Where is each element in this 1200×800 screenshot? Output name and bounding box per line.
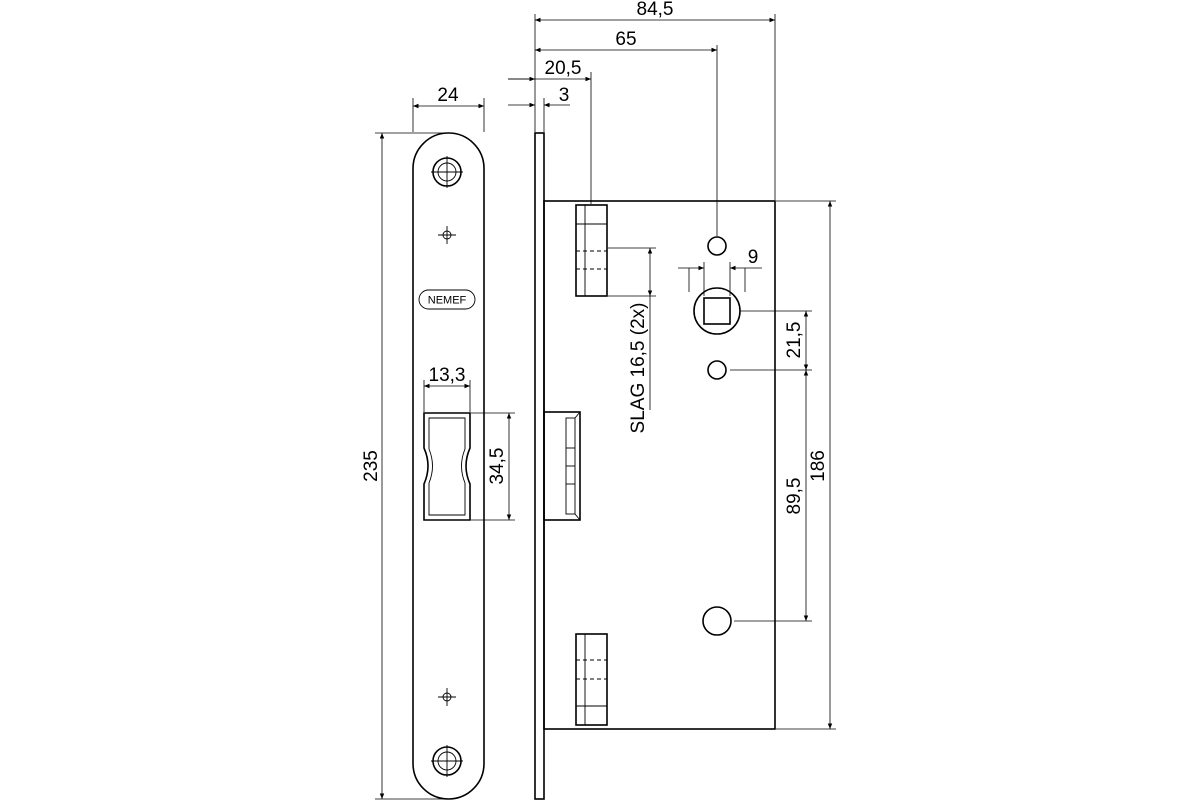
dim-total-depth: 84,5 [534, 0, 776, 200]
svg-text:34,5: 34,5 [487, 448, 508, 485]
svg-text:NEMEF: NEMEF [428, 295, 467, 307]
top-bolt [575, 204, 608, 297]
lock-body-view: 84,5 65 20,5 3 9 [508, 0, 836, 800]
dim-faceplate-width: 24 [412, 85, 485, 132]
svg-text:235: 235 [361, 450, 382, 482]
dim-plate-thickness: 3 [508, 85, 570, 132]
dim-faceplate-height: 235 [361, 132, 447, 800]
dim-case-height: 186 [776, 200, 836, 730]
bottom-cross-mark [438, 688, 456, 706]
dim-opening-height: 34,5 [471, 412, 515, 521]
latch-bolt [543, 411, 581, 521]
dim-backset: 65 [535, 29, 717, 53]
svg-text:84,5: 84,5 [637, 0, 674, 20]
spindle-follower [688, 268, 812, 335]
upper-screw-hole [707, 45, 727, 256]
svg-text:186: 186 [808, 450, 829, 482]
top-cross-mark [438, 226, 456, 244]
faceplate-outline [412, 132, 485, 800]
middle-screw-hole [707, 360, 812, 380]
lock-case [543, 200, 776, 730]
dim-bolt-offset: 20,5 [508, 58, 592, 204]
svg-text:20,5: 20,5 [545, 58, 582, 79]
svg-text:89,5: 89,5 [784, 478, 805, 515]
top-screw-hole [431, 156, 463, 188]
svg-text:21,5: 21,5 [784, 322, 805, 359]
bottom-screw-hole [431, 745, 463, 777]
svg-text:65: 65 [615, 29, 636, 50]
cylinder-hole [702, 606, 812, 636]
dim-spindle-square: 9 [678, 247, 762, 296]
svg-text:SLAG 16,5 (2x): SLAG 16,5 (2x) [628, 303, 649, 434]
svg-text:24: 24 [437, 85, 459, 106]
faceplate-edge [534, 132, 545, 800]
svg-text:3: 3 [559, 85, 570, 106]
svg-text:9: 9 [748, 247, 759, 268]
brand-logo: NEMEF [418, 289, 476, 310]
dim-hole-to-hole: 89,5 [784, 370, 809, 621]
dim-spindle-to-hole: 21,5 [784, 311, 809, 370]
svg-text:13,3: 13,3 [429, 365, 466, 386]
bottom-bolt [575, 633, 608, 726]
dim-bolt-throw: SLAG 16,5 (2x) [608, 247, 656, 434]
latch-opening [423, 412, 471, 521]
dim-opening-width: 13,3 [423, 365, 471, 412]
faceplate-view: NEMEF 24 [361, 85, 515, 800]
